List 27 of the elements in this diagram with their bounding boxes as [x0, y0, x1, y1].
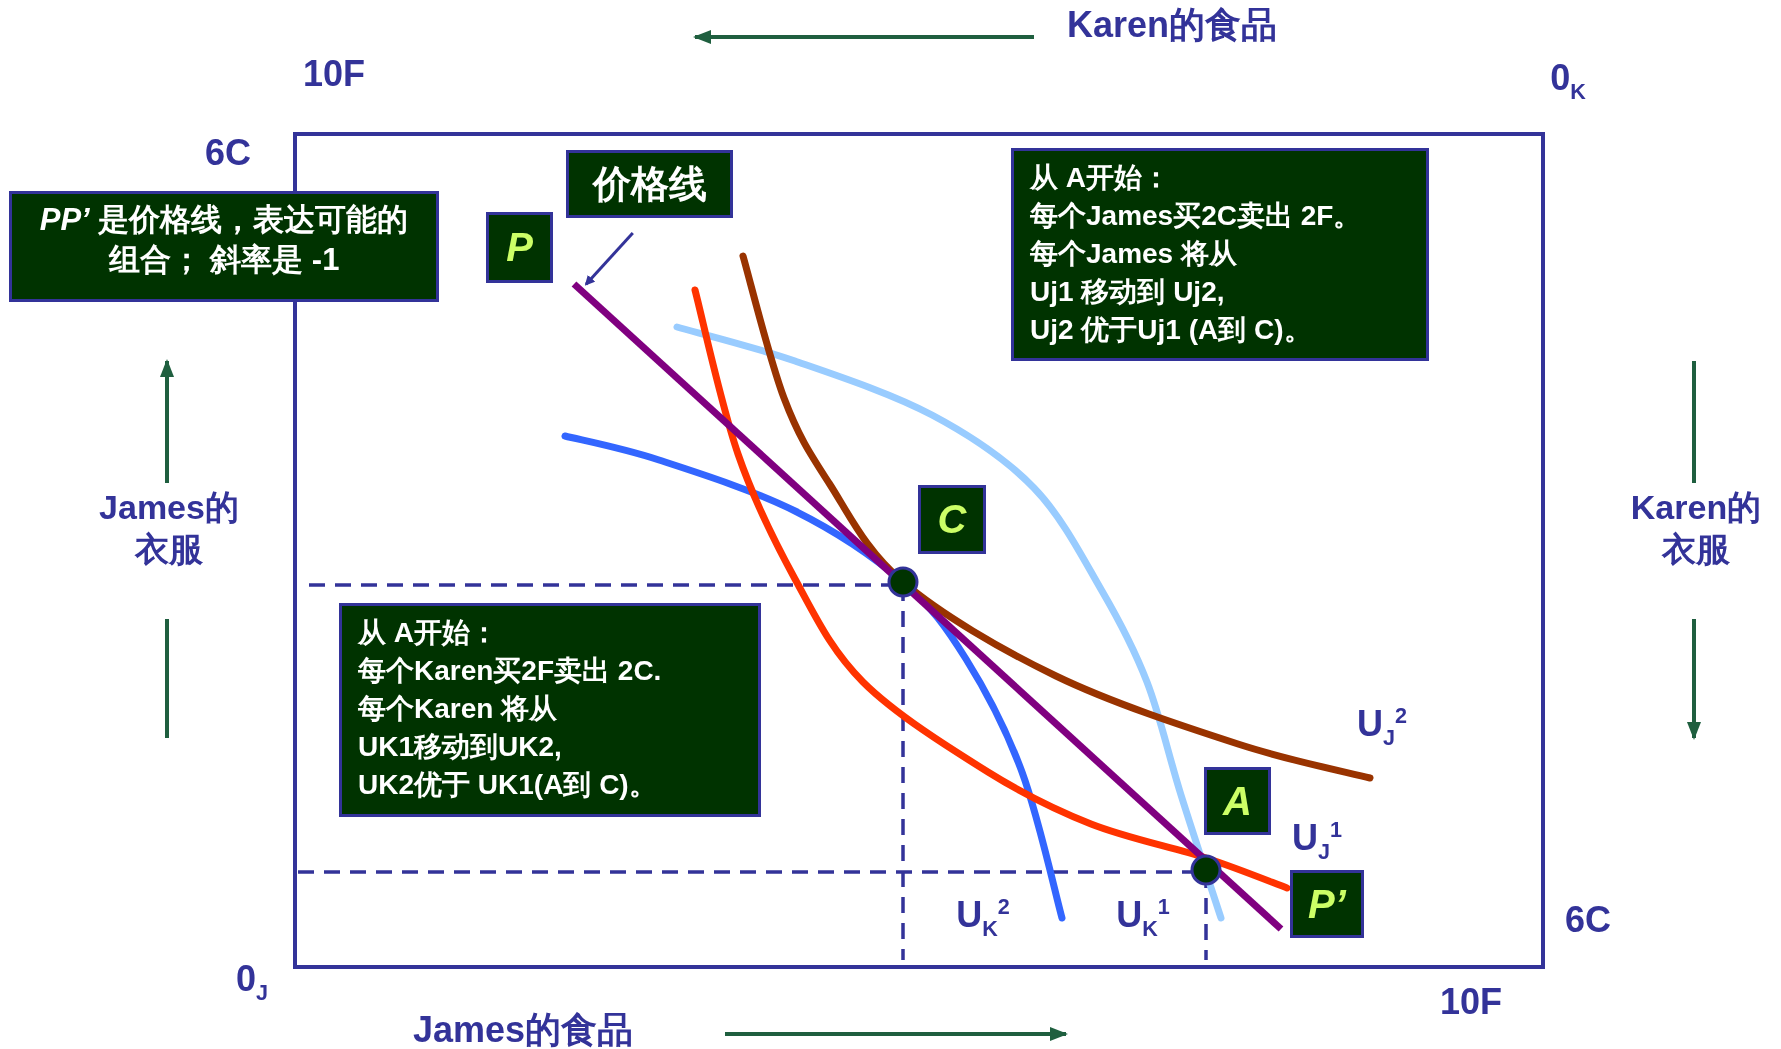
note-text: UK2优于 UK1(A到 C)。: [358, 768, 658, 802]
tick-label: 6C: [205, 132, 251, 174]
note-text: 每个Karen买2F卖出 2C.: [358, 654, 663, 688]
tick-label: 10F: [303, 53, 365, 95]
point-label-box: P’: [1290, 870, 1364, 938]
note-box: PP’ 是价格线，表达可能的组合； 斜率是 -1: [9, 191, 439, 302]
note-box: [339, 603, 761, 817]
origin-label: 0$_{K}$: [1550, 57, 1586, 106]
note-text: 从 A开始：: [1030, 161, 1171, 195]
note-box: [1011, 148, 1429, 361]
axis-title: Karen的衣服: [1629, 487, 1763, 570]
axis-title: Karen的食品: [1067, 4, 1277, 46]
note-text: 每个Karen 将从: [358, 692, 559, 726]
note-text: Uj2 优于Uj1 (A到 C)。: [1030, 313, 1313, 347]
note-text: Uj1 移动到 Uj2,: [1030, 275, 1226, 309]
note-text: 从 A开始：: [358, 616, 499, 650]
axis-title: James的衣服: [98, 487, 240, 570]
tick-label: 10F: [1440, 981, 1502, 1023]
point-label-box: P: [486, 212, 553, 283]
origin-label: 0$_{J}$: [236, 958, 268, 1007]
tick-label: 6C: [1565, 899, 1611, 941]
leader-arrow: [584, 232, 634, 286]
axis-title: James的食品: [412, 1009, 634, 1049]
note-text: UK1移动到UK2,: [358, 730, 563, 764]
note-text: 每个James买2C卖出 2F。: [1030, 199, 1363, 233]
callout-box: 价格线: [566, 150, 733, 218]
note-text: 每个James 将从: [1030, 237, 1238, 271]
